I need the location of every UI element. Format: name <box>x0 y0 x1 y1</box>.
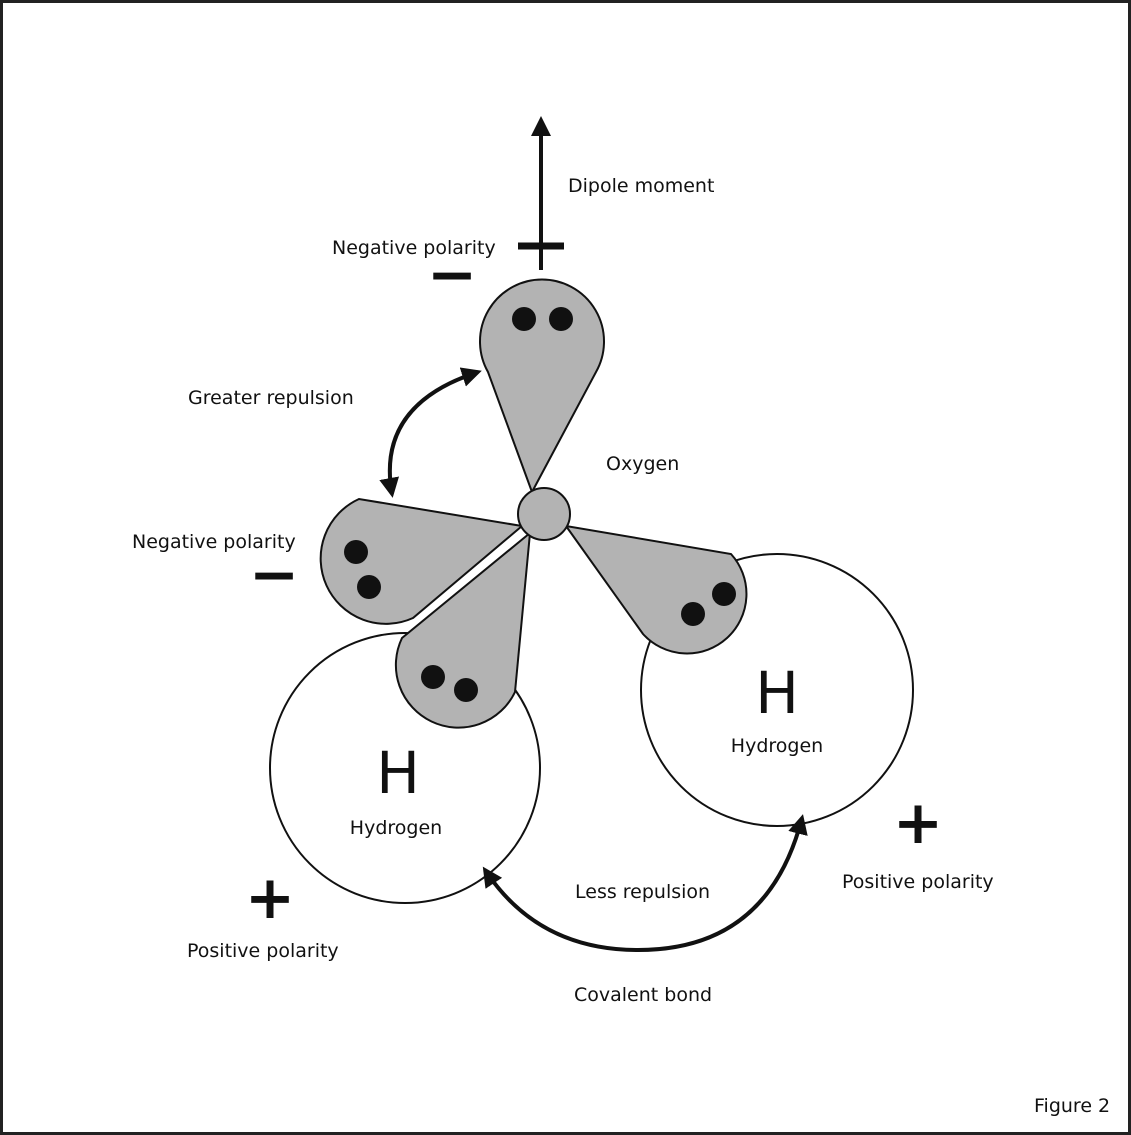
positive-polarity-label-right: Positive polarity <box>842 871 994 893</box>
positive-sign-left: + <box>245 863 295 933</box>
hydrogen-symbol-left: H <box>376 739 420 807</box>
less-repulsion-label: Less repulsion <box>575 881 710 903</box>
hydrogen-symbol-right: H <box>755 659 799 727</box>
negative-polarity-label-left: Negative polarity <box>132 531 296 553</box>
positive-sign-right: + <box>893 788 943 858</box>
hydrogen-label-right: Hydrogen <box>731 735 823 757</box>
greater-repulsion-label: Greater repulsion <box>188 387 354 409</box>
negative-polarity-label-top: Negative polarity <box>332 237 496 259</box>
lone-pair-lobe-top <box>479 278 605 495</box>
dipole-moment-label: Dipole moment <box>568 175 714 197</box>
hydrogen-label-left: Hydrogen <box>350 817 442 839</box>
figure-caption: Figure 2 <box>1034 1095 1110 1117</box>
covalent-bond-label: Covalent bond <box>574 984 712 1006</box>
electron-pair-lower <box>421 665 478 702</box>
greater-repulsion-arrow <box>379 367 482 498</box>
negative-sign-left: − <box>249 540 299 610</box>
electron-pair-top <box>512 307 573 331</box>
positive-polarity-label-left: Positive polarity <box>187 940 339 962</box>
oxygen-label: Oxygen <box>606 453 679 475</box>
oxygen-nucleus <box>517 487 571 541</box>
electron-pair-right <box>681 582 736 626</box>
less-repulsion-arrow <box>482 814 808 953</box>
electron-pair-left <box>344 540 381 599</box>
negative-sign-top: − <box>427 240 477 310</box>
